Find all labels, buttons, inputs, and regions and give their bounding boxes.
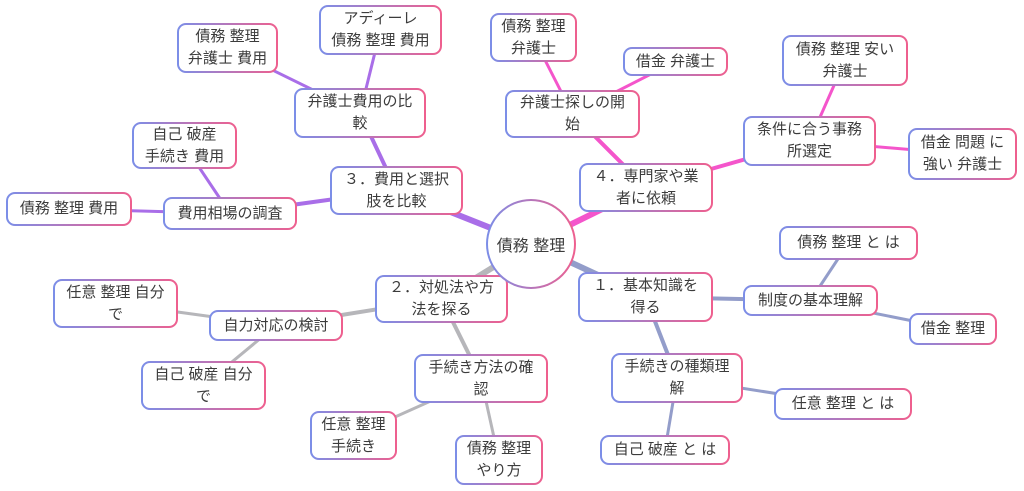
mindmap-node-office-select[interactable]: 条件に合う事務 所選定 [743, 116, 876, 166]
mindmap-node-label: ４．専門家や業 者に依頼 [581, 165, 711, 210]
mindmap-node-debt-lawyer-fee[interactable]: 債務 整理 弁護士 費用 [177, 23, 278, 73]
mindmap-node-label: 制度の基本理解 [745, 287, 876, 314]
mindmap-node-system-basics[interactable]: 制度の基本理解 [743, 285, 878, 316]
mindmap-node-label: 債務 整理 安い 弁護士 [784, 37, 906, 84]
center-node-label: 債務 整理 [488, 201, 574, 287]
mindmap-node-n1[interactable]: １．基本知識を 得る [578, 272, 713, 322]
mindmap-node-jiko-self[interactable]: 自己 破産 自分 で [141, 361, 266, 410]
mindmap-node-debt-how-to[interactable]: 債務 整理 やり方 [455, 435, 543, 485]
mindmap-node-loan-seiri[interactable]: 借金 整理 [909, 313, 997, 345]
mindmap-node-label: 任意 整理 と は [776, 390, 910, 418]
mindmap-node-procedure-types[interactable]: 手続きの種類理 解 [611, 353, 743, 403]
mindmap-center-node[interactable]: 債務 整理 [486, 199, 576, 289]
mindmap-node-label: 弁護士費用の比 較 [296, 90, 424, 136]
mindmap-node-label: 債務 整理 やり方 [457, 437, 541, 483]
mindmap-node-label: アディーレ 債務 整理 費用 [321, 7, 440, 53]
mindmap-node-loan-lawyer[interactable]: 借金 弁護士 [623, 47, 728, 76]
mindmap-node-procedure-check[interactable]: 手続き方法の確 認 [414, 354, 548, 403]
mindmap-node-label: 自己 破産 自分 で [143, 363, 264, 408]
mindmap-node-strong-lawyer[interactable]: 借金 問題 に 強い 弁護士 [908, 128, 1017, 180]
mindmap-node-label: 債務 整理 弁護士 費用 [179, 25, 276, 71]
mindmap-node-label: 弁護士探しの開 始 [507, 92, 638, 136]
mindmap-node-label: ２．対処法や方 法を探る [377, 277, 506, 321]
mindmap-node-label: ３．費用と選択 肢を比較 [332, 168, 461, 213]
mindmap-node-nini-what-is[interactable]: 任意 整理 と は [774, 388, 912, 420]
mindmap-node-debt-lawyer[interactable]: 債務 整理 弁護士 [490, 13, 577, 62]
mindmap-node-label: 手続き方法の確 認 [416, 356, 546, 401]
mindmap-node-fee-research[interactable]: 費用相場の調査 [163, 197, 297, 230]
mindmap-node-nini-self[interactable]: 任意 整理 自分 で [53, 279, 178, 328]
mindmap-node-n2[interactable]: ２．対処法や方 法を探る [375, 275, 508, 323]
mindmap-node-label: 自己 破産 と は [602, 437, 728, 463]
mindmap-node-label: １．基本知識を 得る [580, 274, 711, 320]
mindmap-node-label: 手続きの種類理 解 [613, 355, 741, 401]
mindmap-node-label: 費用相場の調査 [165, 199, 295, 228]
mindmap-node-label: 自力対応の検討 [211, 312, 341, 339]
mindmap-node-label: 債務 整理 費用 [8, 194, 130, 224]
mindmap-node-nini-procedure[interactable]: 任意 整理 手続き [310, 411, 397, 460]
mindmap-node-label: 借金 弁護士 [625, 49, 726, 74]
mindmap-node-label: 債務 整理 弁護士 [492, 15, 575, 60]
mindmap-node-label: 条件に合う事務 所選定 [745, 118, 874, 164]
mindmap-node-label: 任意 整理 手続き [312, 413, 395, 458]
mindmap-node-lawyer-search[interactable]: 弁護士探しの開 始 [505, 90, 640, 138]
mindmap-node-debt-fee[interactable]: 債務 整理 費用 [6, 192, 132, 226]
mindmap-node-debt-what-is[interactable]: 債務 整理 と は [779, 226, 918, 260]
mindmap-node-n3[interactable]: ３．費用と選択 肢を比較 [330, 166, 463, 215]
mindmap-node-label: 借金 整理 [911, 315, 995, 343]
mindmap-node-n4[interactable]: ４．専門家や業 者に依頼 [579, 163, 713, 212]
mindmap-node-label: 債務 整理 と は [781, 228, 916, 258]
mindmap-node-adire-fee[interactable]: アディーレ 債務 整理 費用 [319, 5, 442, 55]
mindmap-node-label: 借金 問題 に 強い 弁護士 [910, 130, 1015, 178]
mindmap-node-cheap-lawyer[interactable]: 債務 整理 安い 弁護士 [782, 35, 908, 86]
mindmap-node-lawyer-fee-compare[interactable]: 弁護士費用の比 較 [294, 88, 426, 138]
mindmap-node-label: 自己 破産 手続き 費用 [134, 124, 235, 167]
mindmap-node-bankruptcy-fee[interactable]: 自己 破産 手続き 費用 [132, 122, 237, 169]
mindmap-node-label: 任意 整理 自分 で [55, 281, 176, 326]
mindmap-node-jiko-what-is[interactable]: 自己 破産 と は [600, 435, 730, 465]
mindmap-node-self-handling[interactable]: 自力対応の検討 [209, 310, 343, 341]
